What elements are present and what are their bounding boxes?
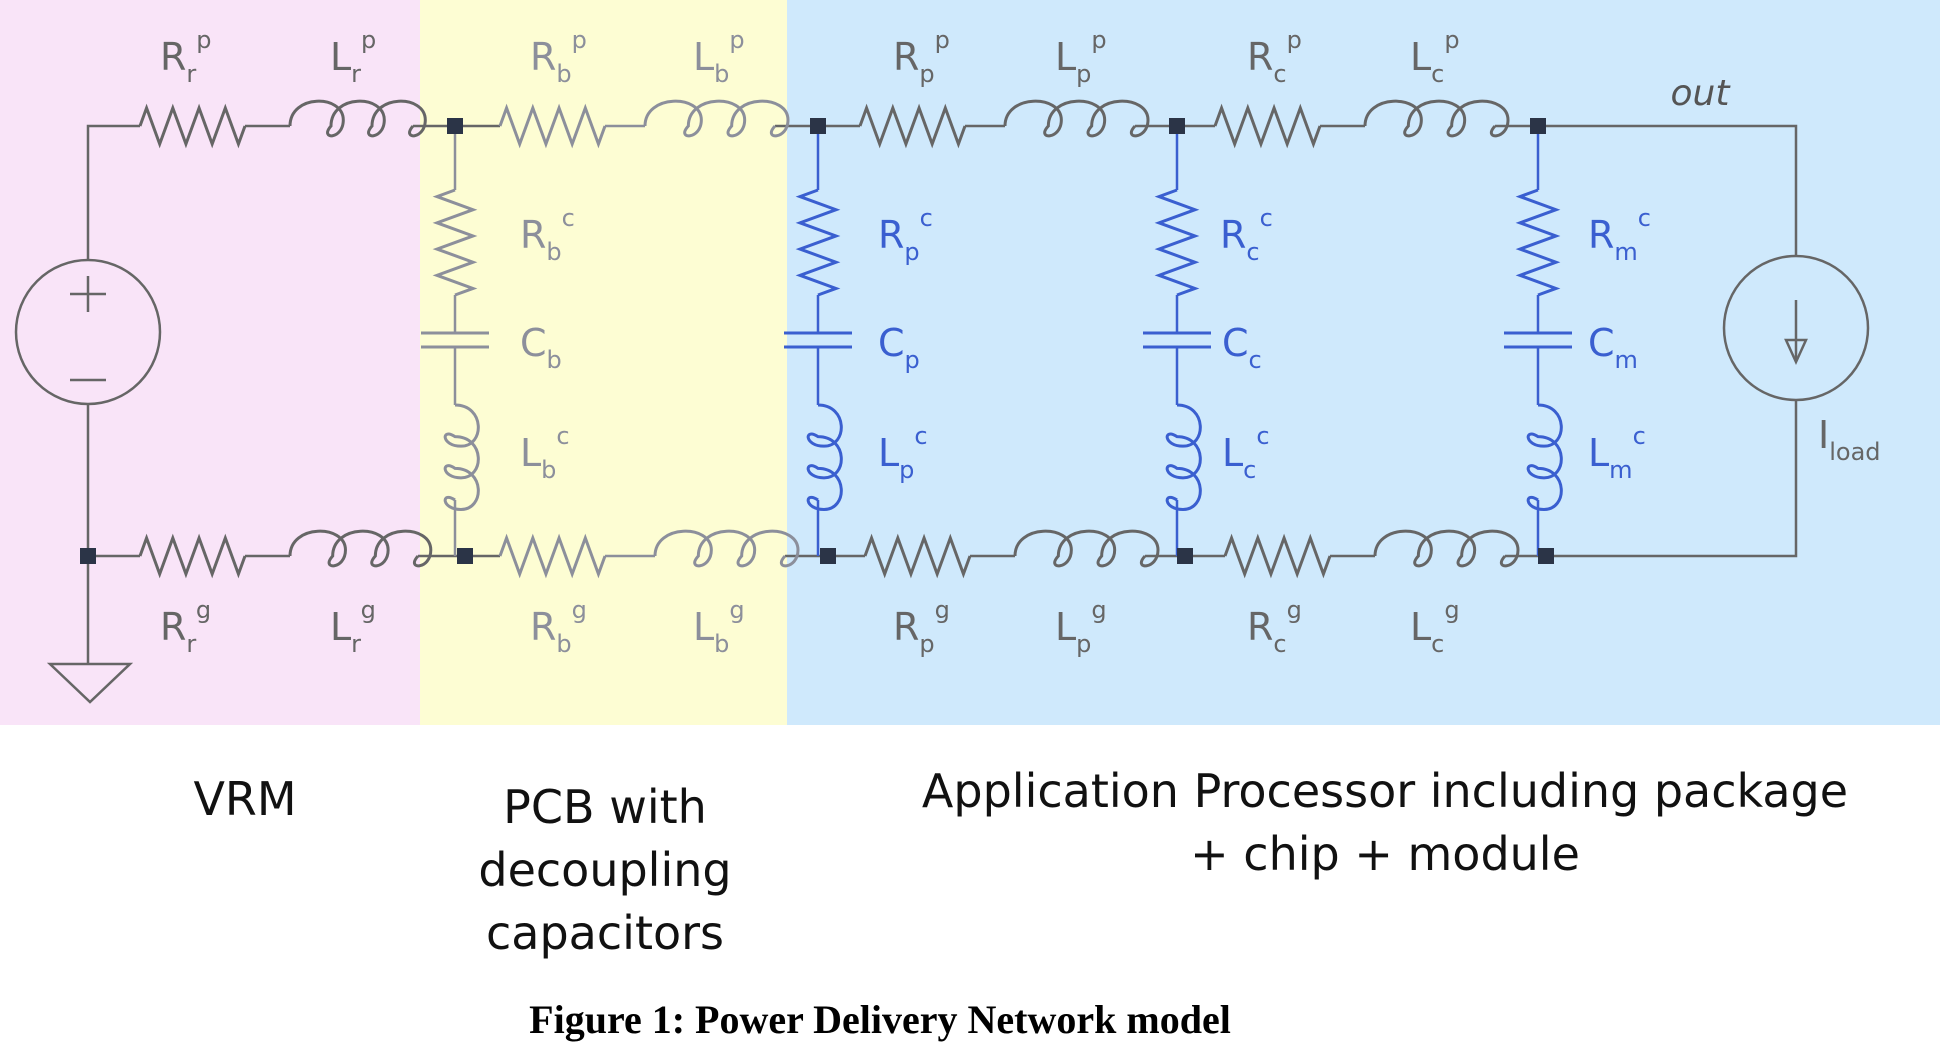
component-label-c-c: Cc <box>1222 321 1262 374</box>
inductor-symbol <box>806 403 843 512</box>
component-label-vrm-bot-l: Lrg <box>330 596 376 658</box>
inductor-symbol <box>1526 403 1563 512</box>
inductor-symbol <box>288 529 433 568</box>
pcb-region-label: PCB with decoupling capacitors <box>478 780 732 960</box>
component-label-pkg-bot-r: Rpg <box>893 596 950 658</box>
resistor-symbol <box>795 188 841 297</box>
circuit-nodes <box>80 118 1554 564</box>
resistor-symbol <box>1223 533 1332 579</box>
resistor-symbol <box>498 103 607 149</box>
component-label-m-lc: Lmc <box>1588 422 1646 484</box>
component-label-chip-bot-r: Rcg <box>1247 596 1302 658</box>
wire <box>86 124 140 260</box>
inductor-symbol <box>1013 529 1160 568</box>
resistor-symbol <box>1213 103 1322 149</box>
voltage-source-circle <box>14 258 162 406</box>
resistor-symbol <box>432 188 478 297</box>
inductor-symbol <box>288 99 427 138</box>
component-label-pcb-top-r: Rbp <box>530 26 587 88</box>
component-label-chip-top-r: Rcp <box>1247 26 1302 88</box>
component-label-chip-top-l: Lcp <box>1410 26 1460 88</box>
current-source-circle <box>1722 254 1870 402</box>
component-label-pkg-top-r: Rpp <box>893 26 950 88</box>
circuit-node <box>447 118 463 134</box>
circuit-node <box>457 548 473 564</box>
component-label-p-c: Cp <box>878 321 920 374</box>
wire <box>1505 400 1798 558</box>
inductor-symbol <box>1165 403 1202 512</box>
current-arrow-head <box>1784 338 1808 366</box>
wire <box>1495 124 1798 256</box>
circuit-node <box>1530 118 1546 134</box>
component-label-c-lc: Lcc <box>1222 422 1270 484</box>
circuit-node <box>1538 548 1554 564</box>
component-label-b-rc: Rbc <box>520 204 575 266</box>
inductor-symbol <box>643 99 790 138</box>
component-label-b-lc: Lbc <box>520 422 570 484</box>
component-label-p-lc: Lpc <box>878 422 928 484</box>
circuit-node <box>810 118 826 134</box>
component-label-p-rc: Rpc <box>878 204 933 266</box>
pcb-region-background <box>420 0 787 725</box>
ap-region-background <box>787 0 1940 725</box>
inductor-symbol <box>443 403 480 512</box>
ground-icon <box>46 662 134 704</box>
resistor-symbol <box>863 533 972 579</box>
vrm-region-background <box>0 0 420 725</box>
inductor-symbol <box>1363 99 1510 138</box>
inductor-symbol <box>1373 529 1520 568</box>
out-label: out <box>1671 73 1732 114</box>
figure-caption: Figure 1: Power Delivery Network model <box>529 997 1231 1042</box>
circuit-node <box>820 548 836 564</box>
component-label-vrm-bot-r: Rrg <box>160 596 211 658</box>
component-label-b-c: Cb <box>520 321 562 374</box>
circuit-node <box>1169 118 1185 134</box>
component-label-vrm-top-l: Lrp <box>330 26 376 88</box>
vrm-region-label: VRM <box>193 772 297 826</box>
component-label-iload: Iload <box>1818 413 1881 466</box>
ap-region-label: Application Processor including package … <box>921 764 1849 881</box>
component-label-m-rc: Rmc <box>1588 204 1651 266</box>
component-label-vrm-top-r: Rrp <box>160 26 212 88</box>
circuit-node <box>80 548 96 564</box>
resistor-symbol <box>138 533 247 579</box>
component-label-pkg-top-l: Lpp <box>1055 26 1107 88</box>
component-label-pkg-bot-l: Lpg <box>1055 596 1107 658</box>
component-label-pcb-bot-r: Rbg <box>530 596 587 658</box>
component-label-m-c: Cm <box>1588 321 1638 374</box>
resistor-symbol <box>138 103 247 149</box>
resistor-symbol <box>1154 188 1200 297</box>
resistor-symbol <box>498 533 607 579</box>
component-label-pcb-top-l: Lbp <box>693 26 745 88</box>
circuit-node <box>1177 548 1193 564</box>
component-label-pcb-bot-l: Lbg <box>693 596 745 658</box>
inductor-symbol <box>1003 99 1150 138</box>
circuit-components <box>138 99 1572 579</box>
inductor-symbol <box>653 529 800 568</box>
resistor-symbol <box>858 103 967 149</box>
voltage-source <box>14 258 162 406</box>
component-label-c-rc: Rcc <box>1220 204 1273 266</box>
resistor-symbol <box>1515 188 1561 297</box>
current-source <box>1722 254 1870 402</box>
component-label-chip-bot-l: Lcg <box>1410 596 1460 658</box>
